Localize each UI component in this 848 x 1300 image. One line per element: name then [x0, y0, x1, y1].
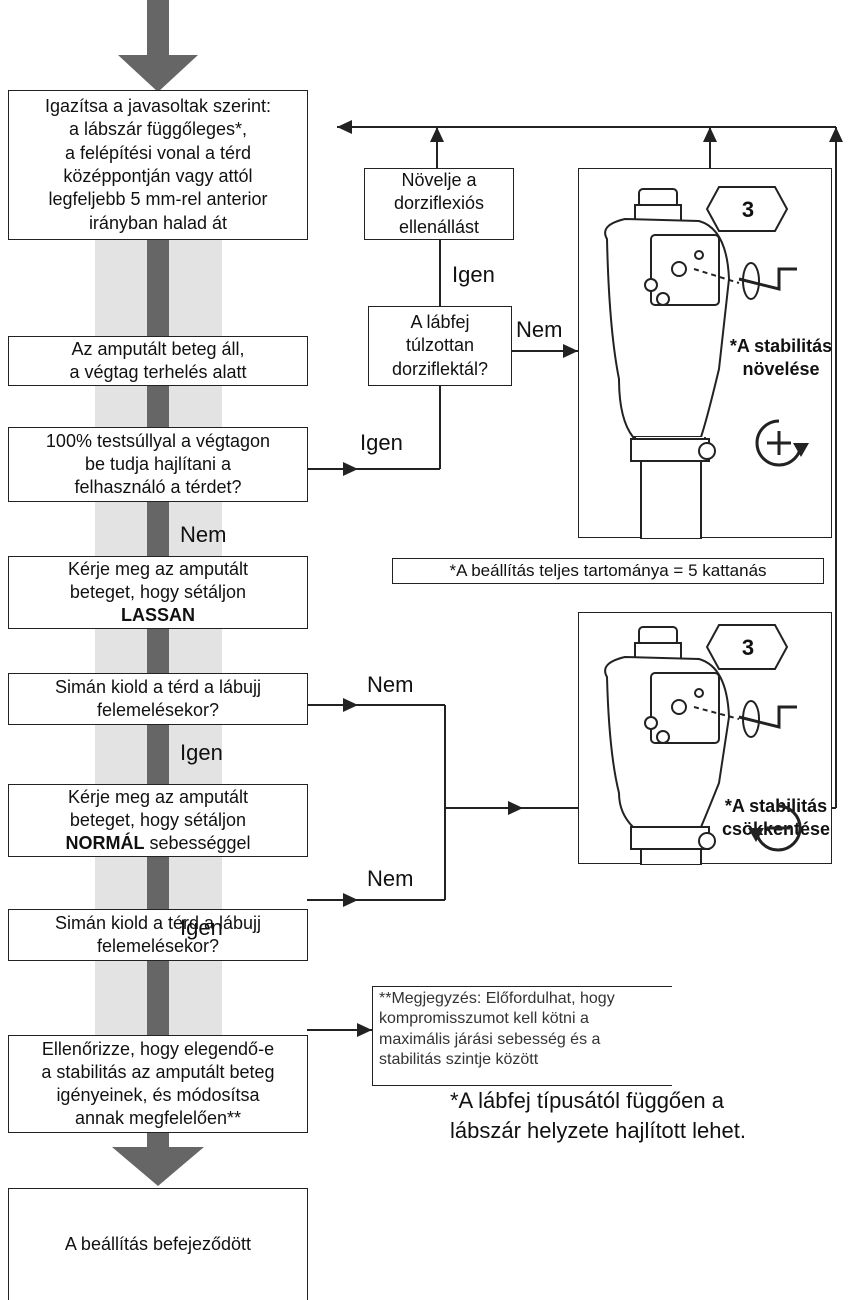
nem-label: Nem — [180, 522, 227, 547]
walk-normal-speed-line: NORMÁL sebességgel — [65, 832, 250, 855]
check-line: Ellenőrizze, hogy elegendő-e — [41, 1038, 275, 1059]
release-line: felemelésekor? — [96, 700, 220, 720]
increase-caption: *A stabilitás növelése — [727, 335, 835, 382]
minus-rotate-icon — [748, 804, 802, 852]
arrowhead — [829, 127, 843, 142]
spine-top — [147, 0, 169, 55]
arrowhead — [343, 462, 358, 476]
footnote-line: lábszár helyzete hajlított lehet. — [450, 1117, 746, 1143]
speed-note-line: **Megjegyzés: Előfordulhat, hogy — [379, 990, 615, 1007]
check-line: a stabilitás az amputált beteg — [41, 1061, 275, 1082]
walk-normal-box: Kérje meg az amputált beteget, hogy sétá… — [8, 784, 308, 857]
can-flex-line: felhasználó a térdet? — [74, 477, 242, 498]
nem-label: Nem — [367, 866, 414, 891]
decrease-stability-panel: 3 *A stabilitás csökkentése — [578, 612, 833, 865]
caption-line: *A stabilitás — [729, 336, 833, 356]
standing-line: a végtag terhelés alatt — [69, 362, 247, 382]
spine-segment — [147, 500, 169, 558]
speed-note-line: stabilitás szintje között — [379, 1051, 539, 1069]
speed-note-line: kompromisszumot kell kötni a — [379, 1010, 589, 1028]
increase-dorsi-box: Növelje a dorziflexiós ellenállást — [364, 168, 514, 240]
badge-hexagon — [705, 186, 789, 232]
align-line: Igazítsa a javasoltak szerint: — [44, 95, 272, 116]
igen-label: Igen — [180, 915, 223, 940]
decrease-caption: *A stabilitás csökkentése — [719, 795, 833, 842]
can-flex-box: 100% testsúllyal a végtagon be tudja haj… — [8, 427, 308, 502]
check-box: Ellenőrizze, hogy elegendő-e a stabilitá… — [8, 1035, 308, 1133]
walk-normal-line: Kérje meg az amputált — [67, 786, 249, 807]
align-box: Igazítsa a javasoltak szerint: a lábszár… — [8, 90, 308, 240]
arrowhead — [563, 344, 578, 358]
walk-slow-emphasis: LASSAN — [120, 605, 195, 626]
release-line: Simán kiold a térd a lábujj — [54, 912, 262, 933]
foot-dorsi-line: túlzottan — [405, 335, 475, 356]
release-line: felemelésekor? — [96, 936, 220, 956]
align-line: irányban halad át — [88, 212, 228, 233]
arrowhead — [508, 801, 523, 815]
increase-dorsi-line: ellenállást — [398, 216, 480, 237]
walk-slow-line: Kérje meg az amputált — [67, 558, 249, 579]
check-line: igényeinek, és módosítsa — [56, 1085, 260, 1105]
align-line: a lábszár függőleges*, — [68, 119, 248, 140]
release-box-2: Simán kiold a térd a lábujj felemeléseko… — [8, 909, 308, 961]
standing-box: Az amputált beteg áll, a végtag terhelés… — [8, 336, 308, 386]
check-line: annak megfelelően** — [74, 1108, 242, 1129]
tool-size-badge: 3 — [741, 197, 755, 222]
foot-dorsi-line: A lábfej — [410, 312, 470, 333]
spine-segment — [147, 238, 169, 336]
speed-note-line: maximális járási sebesség és a — [379, 1030, 601, 1048]
walk-normal-line: beteget, hogy sétáljon — [69, 809, 247, 830]
knee-illustration — [604, 186, 797, 539]
spine-segment — [147, 385, 169, 427]
increase-stability-panel: 3 *A stabilitás növelése — [578, 168, 835, 539]
nem-label: Nem — [367, 672, 414, 697]
arrowhead — [357, 1023, 372, 1037]
walk-slow-box: Kérje meg az amputált beteget, hogy sétá… — [8, 556, 308, 629]
done-box: A beállítás befejeződött — [8, 1188, 308, 1300]
caption-line: növelése — [742, 359, 820, 380]
nem-label: Nem — [516, 317, 563, 342]
walk-normal-rest: sebességgel — [144, 833, 251, 854]
caption-line: *A stabilitás — [724, 796, 828, 816]
badge-hexagon — [705, 624, 789, 670]
increase-dorsi-line: dorziflexiós — [393, 193, 485, 214]
foot-dorsi-box: A lábfej túlzottan dorziflektál? — [368, 306, 512, 386]
spine-segment — [147, 855, 169, 909]
arrowhead — [703, 127, 717, 142]
top-down-arrow — [118, 55, 198, 92]
align-line: középpontján vagy attól — [63, 166, 253, 186]
can-flex-line: 100% testsúllyal a végtagon — [45, 430, 271, 451]
align-line: legfeljebb 5 mm-rel anterior — [48, 189, 268, 210]
knee-illustration — [604, 624, 797, 865]
tool-size-badge: 3 — [741, 635, 755, 660]
foot-dorsi-line: dorziflektál? — [391, 358, 489, 379]
spine-segment — [147, 960, 169, 1036]
speed-note: **Megjegyzés: Előfordulhat, hogy komprom… — [372, 986, 672, 1086]
bottom-down-arrow — [112, 1147, 204, 1186]
range-note-text: *A beállítás teljes tartománya = 5 katta… — [449, 561, 767, 581]
walk-normal-emphasis: NORMÁL — [65, 833, 145, 854]
done-label: A beállítás befejeződött — [64, 1233, 252, 1254]
arrowhead — [343, 893, 358, 907]
footnote-line: *A lábfej típusától függően a — [450, 1088, 724, 1113]
plus-rotate-icon — [755, 419, 809, 467]
release-line: Simán kiold a térd a lábujj — [54, 676, 262, 697]
arrowhead — [343, 698, 358, 712]
align-line: a felépítési vonal a térd — [64, 142, 252, 163]
spine-segment — [147, 628, 169, 673]
walk-slow-line: beteget, hogy sétáljon — [69, 581, 247, 602]
footnote: *A lábfej típusától függően a lábszár he… — [450, 1086, 746, 1145]
igen-label: Igen — [360, 430, 403, 455]
standing-line: Az amputált beteg áll, — [71, 338, 245, 359]
spine-segment — [147, 724, 169, 784]
arrowhead — [337, 120, 352, 134]
can-flex-line: be tudja hajlítani a — [84, 453, 232, 474]
igen-label: Igen — [180, 740, 223, 765]
arrowhead — [430, 127, 444, 142]
igen-label: Igen — [452, 262, 495, 287]
increase-dorsi-line: Növelje a — [401, 170, 477, 191]
range-note: *A beállítás teljes tartománya = 5 katta… — [392, 558, 824, 584]
release-box-1: Simán kiold a térd a lábujj felemeléseko… — [8, 673, 308, 725]
